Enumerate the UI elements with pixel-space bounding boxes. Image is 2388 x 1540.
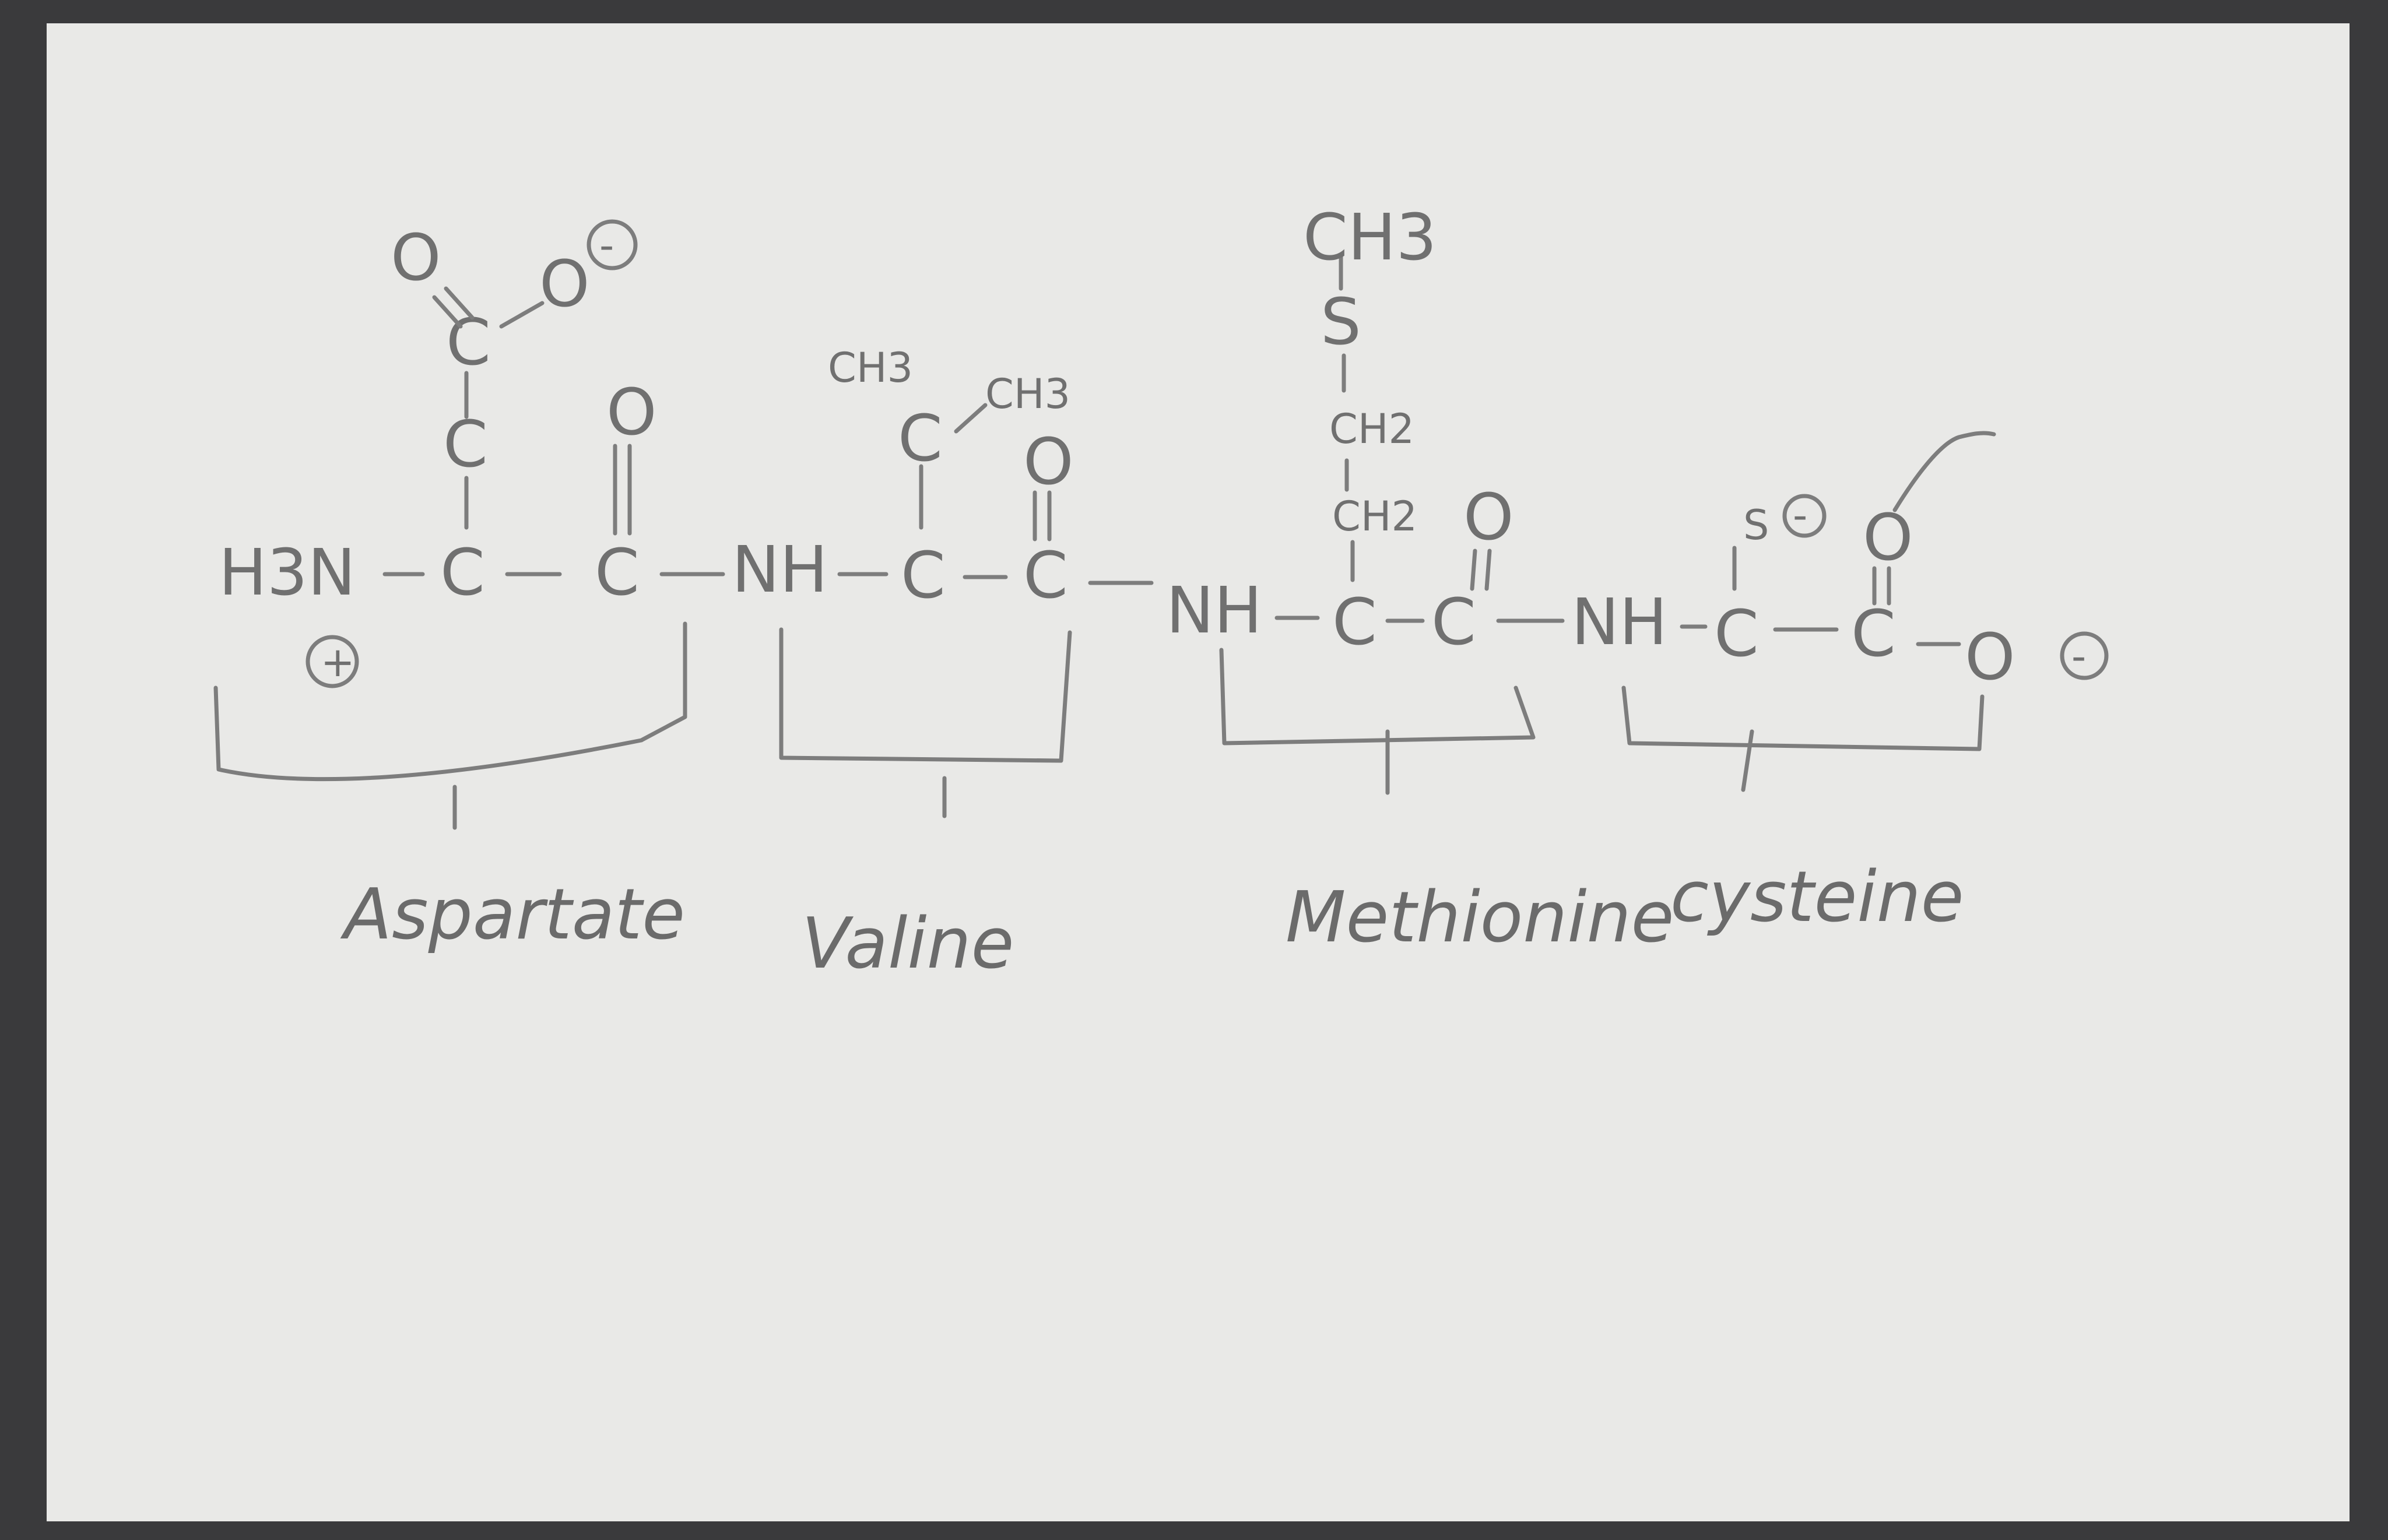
met-amide-nh: NH [1166, 573, 1262, 648]
c-terminus-oxygen: O [1965, 620, 2015, 694]
label-aspartate: Aspartate [340, 874, 685, 955]
cys-amide-nh: NH [1571, 585, 1667, 659]
cys-sulfur: S [1743, 501, 1769, 549]
met-sulfur: S [1321, 284, 1361, 359]
n-charge-circle [305, 635, 359, 688]
asp-alpha-carbon: C [440, 535, 485, 610]
annotation-stroke [1892, 431, 1996, 512]
val-methyl-left: CH3 [828, 344, 913, 392]
asp-side-charge-sign: - [599, 221, 614, 269]
label-methionine: Methionine [1286, 877, 1674, 958]
asp-beta-carbon: C [443, 407, 488, 481]
val-amide-nh: NH [732, 532, 828, 607]
bracket-cysteine [1621, 685, 1985, 751]
label-valine: Valine [802, 903, 1014, 985]
met-methyl: CH3 [1303, 200, 1437, 275]
cys-sulfur-charge-sign: - [1793, 491, 1807, 539]
bracket-valine [779, 627, 1072, 763]
c-terminus-charge-sign: - [2071, 632, 2086, 680]
val-carbonyl-carbon: C [1023, 538, 1068, 613]
cys-sulfur-charge-circle [1782, 494, 1827, 538]
bracket-methionine [1219, 648, 1536, 746]
n-charge-sign: + [321, 638, 355, 686]
asp-double-bond-a [432, 295, 463, 329]
asp-side-charge-circle [587, 219, 638, 270]
met-carbonyl-carbon: C [1431, 585, 1476, 659]
val-alpha-carbon: C [901, 538, 946, 613]
asp-carbonyl-oxygen: O [606, 375, 657, 449]
asp-double-bond-b [444, 286, 475, 320]
val-methyl-right: CH3 [985, 370, 1070, 418]
n-terminus-h3n: H3N [219, 535, 356, 610]
bracket-cysteine-stem [1741, 729, 1754, 792]
asp-side-oxygen-double: O [391, 220, 441, 295]
met-carbonyl-oxygen: O [1463, 480, 1514, 554]
label-cysteine: cysteine [1670, 857, 1964, 938]
residue-brackets [213, 621, 1985, 830]
cys-carbonyl-carbon: C [1851, 596, 1896, 671]
cys-alpha-carbon: C [1714, 596, 1759, 671]
asp-single-bond [499, 301, 545, 329]
carbonyl-double-bonds [613, 444, 1891, 606]
val-carbonyl-oxygen: O [1023, 424, 1074, 499]
bracket-aspartate [213, 621, 687, 782]
val-beta-carbon: C [898, 401, 943, 476]
cys-carbonyl-oxygen: O [1863, 500, 1913, 575]
met-alpha-carbon: C [1332, 585, 1377, 659]
backbone-bonds [382, 572, 1961, 646]
met-ch2-lower: CH2 [1332, 493, 1417, 540]
val-methyl-right-bond [954, 403, 988, 434]
asp-carbonyl-carbon: C [595, 535, 640, 610]
met-ch2-upper: CH2 [1329, 405, 1414, 453]
c-terminus-charge-circle [2060, 631, 2109, 680]
asp-side-oxygen-single: O [539, 247, 590, 321]
